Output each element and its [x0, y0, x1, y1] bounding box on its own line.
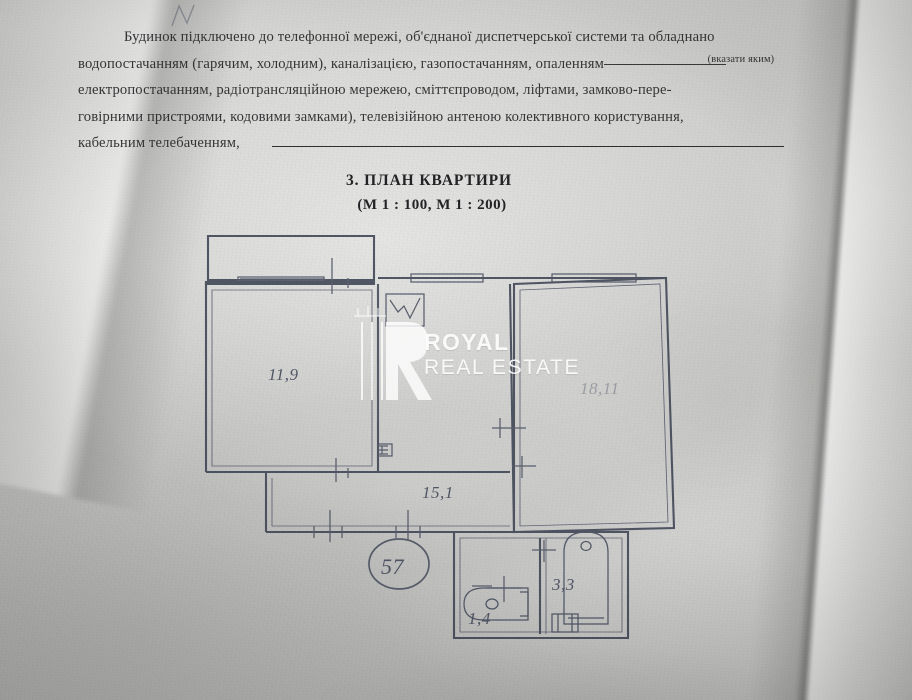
- balcony-right: [378, 273, 666, 283]
- plan-title: 3. ПЛАН КВАРТИРИ: [345, 172, 512, 189]
- blank-fill-line-1: [604, 63, 727, 65]
- blank-fill-line-2: [272, 146, 784, 147]
- label-bedroom-area: 18,11: [580, 379, 620, 398]
- balcony-left: [206, 234, 376, 285]
- apartment-number-badge: 57: [368, 538, 430, 590]
- fill-hint-label: (вказати яким): [707, 54, 775, 65]
- doc-line-5: кабельним телебаченням,: [78, 135, 240, 151]
- plan-scale: (М 1 : 100, М 1 : 200): [357, 197, 507, 213]
- apartment-floor-plan: 11,9 18,11: [204, 234, 676, 640]
- plan-key-box-icon: [385, 293, 425, 327]
- doc-line-4: говірними пристроями, кодовими замками),…: [78, 108, 684, 125]
- fill-hint-wrapper: (вказати яким): [680, 54, 802, 65]
- room-right: [492, 276, 676, 534]
- plan-heading: 3. ПЛАН КВАРТИРИ (М 1 : 100, М 1 : 200): [0, 172, 912, 214]
- label-wc-area: 1,4: [468, 609, 491, 628]
- niche-middle: [377, 284, 393, 457]
- doc-line-3: електропостачанням, радіотрансляційною м…: [78, 82, 672, 98]
- label-bathroom-area: 3,3: [551, 575, 575, 594]
- document-body-text: Будинок підключено до телефонної мережі,…: [78, 24, 814, 157]
- doc-line-2: водопостачанням (гарячим, холодним), кан…: [78, 51, 814, 78]
- label-corridor-area: 15,1: [422, 483, 454, 502]
- apartment-number-text: 57: [381, 554, 405, 579]
- label-living-room-area: 11,9: [268, 365, 299, 384]
- pencil-scribble-mark: [171, 4, 195, 27]
- doc-line-1: Будинок підключено до телефонної мережі,…: [124, 29, 715, 45]
- bathroom-block: [452, 530, 630, 640]
